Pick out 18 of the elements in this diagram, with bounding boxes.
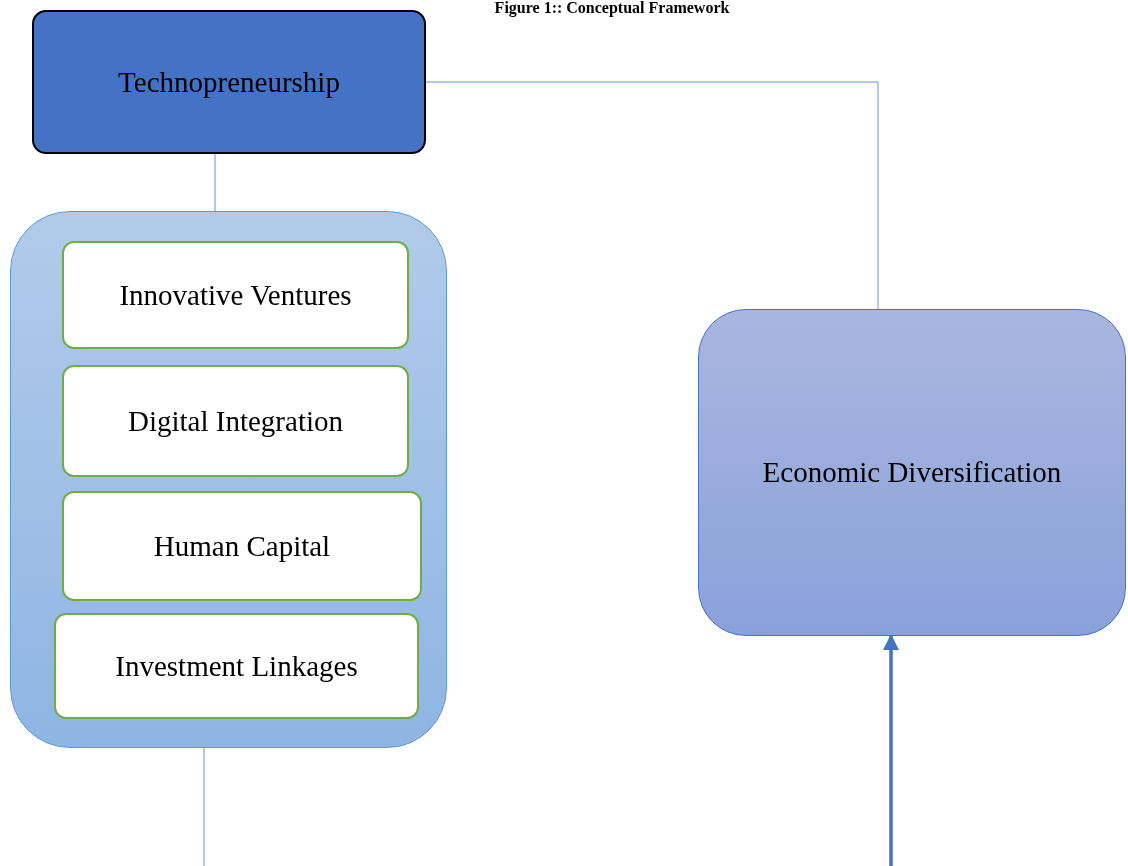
- connector-line: [425, 81, 879, 310]
- outcome-box: [698, 309, 1126, 636]
- factor-box: [62, 241, 409, 349]
- connector-line: [214, 153, 216, 212]
- node-text: Investment Linkages: [114, 648, 359, 684]
- node-text: Digital Integration: [127, 403, 344, 439]
- node-text: Technopreneurship: [117, 64, 341, 100]
- arrow: [883, 634, 899, 866]
- node-text: Innovative Ventures: [118, 277, 353, 313]
- factor-box: [62, 491, 422, 601]
- factor-box: [62, 365, 409, 477]
- connector-line: [203, 747, 205, 866]
- concept-box: [32, 10, 426, 154]
- factor-group-box: [10, 211, 447, 748]
- factor-box: [54, 613, 419, 719]
- node-text: Economic Diversification: [761, 455, 1063, 491]
- figure-title: Figure 1:: Conceptual Framework: [494, 0, 730, 16]
- node-text: Human Capital: [152, 528, 332, 564]
